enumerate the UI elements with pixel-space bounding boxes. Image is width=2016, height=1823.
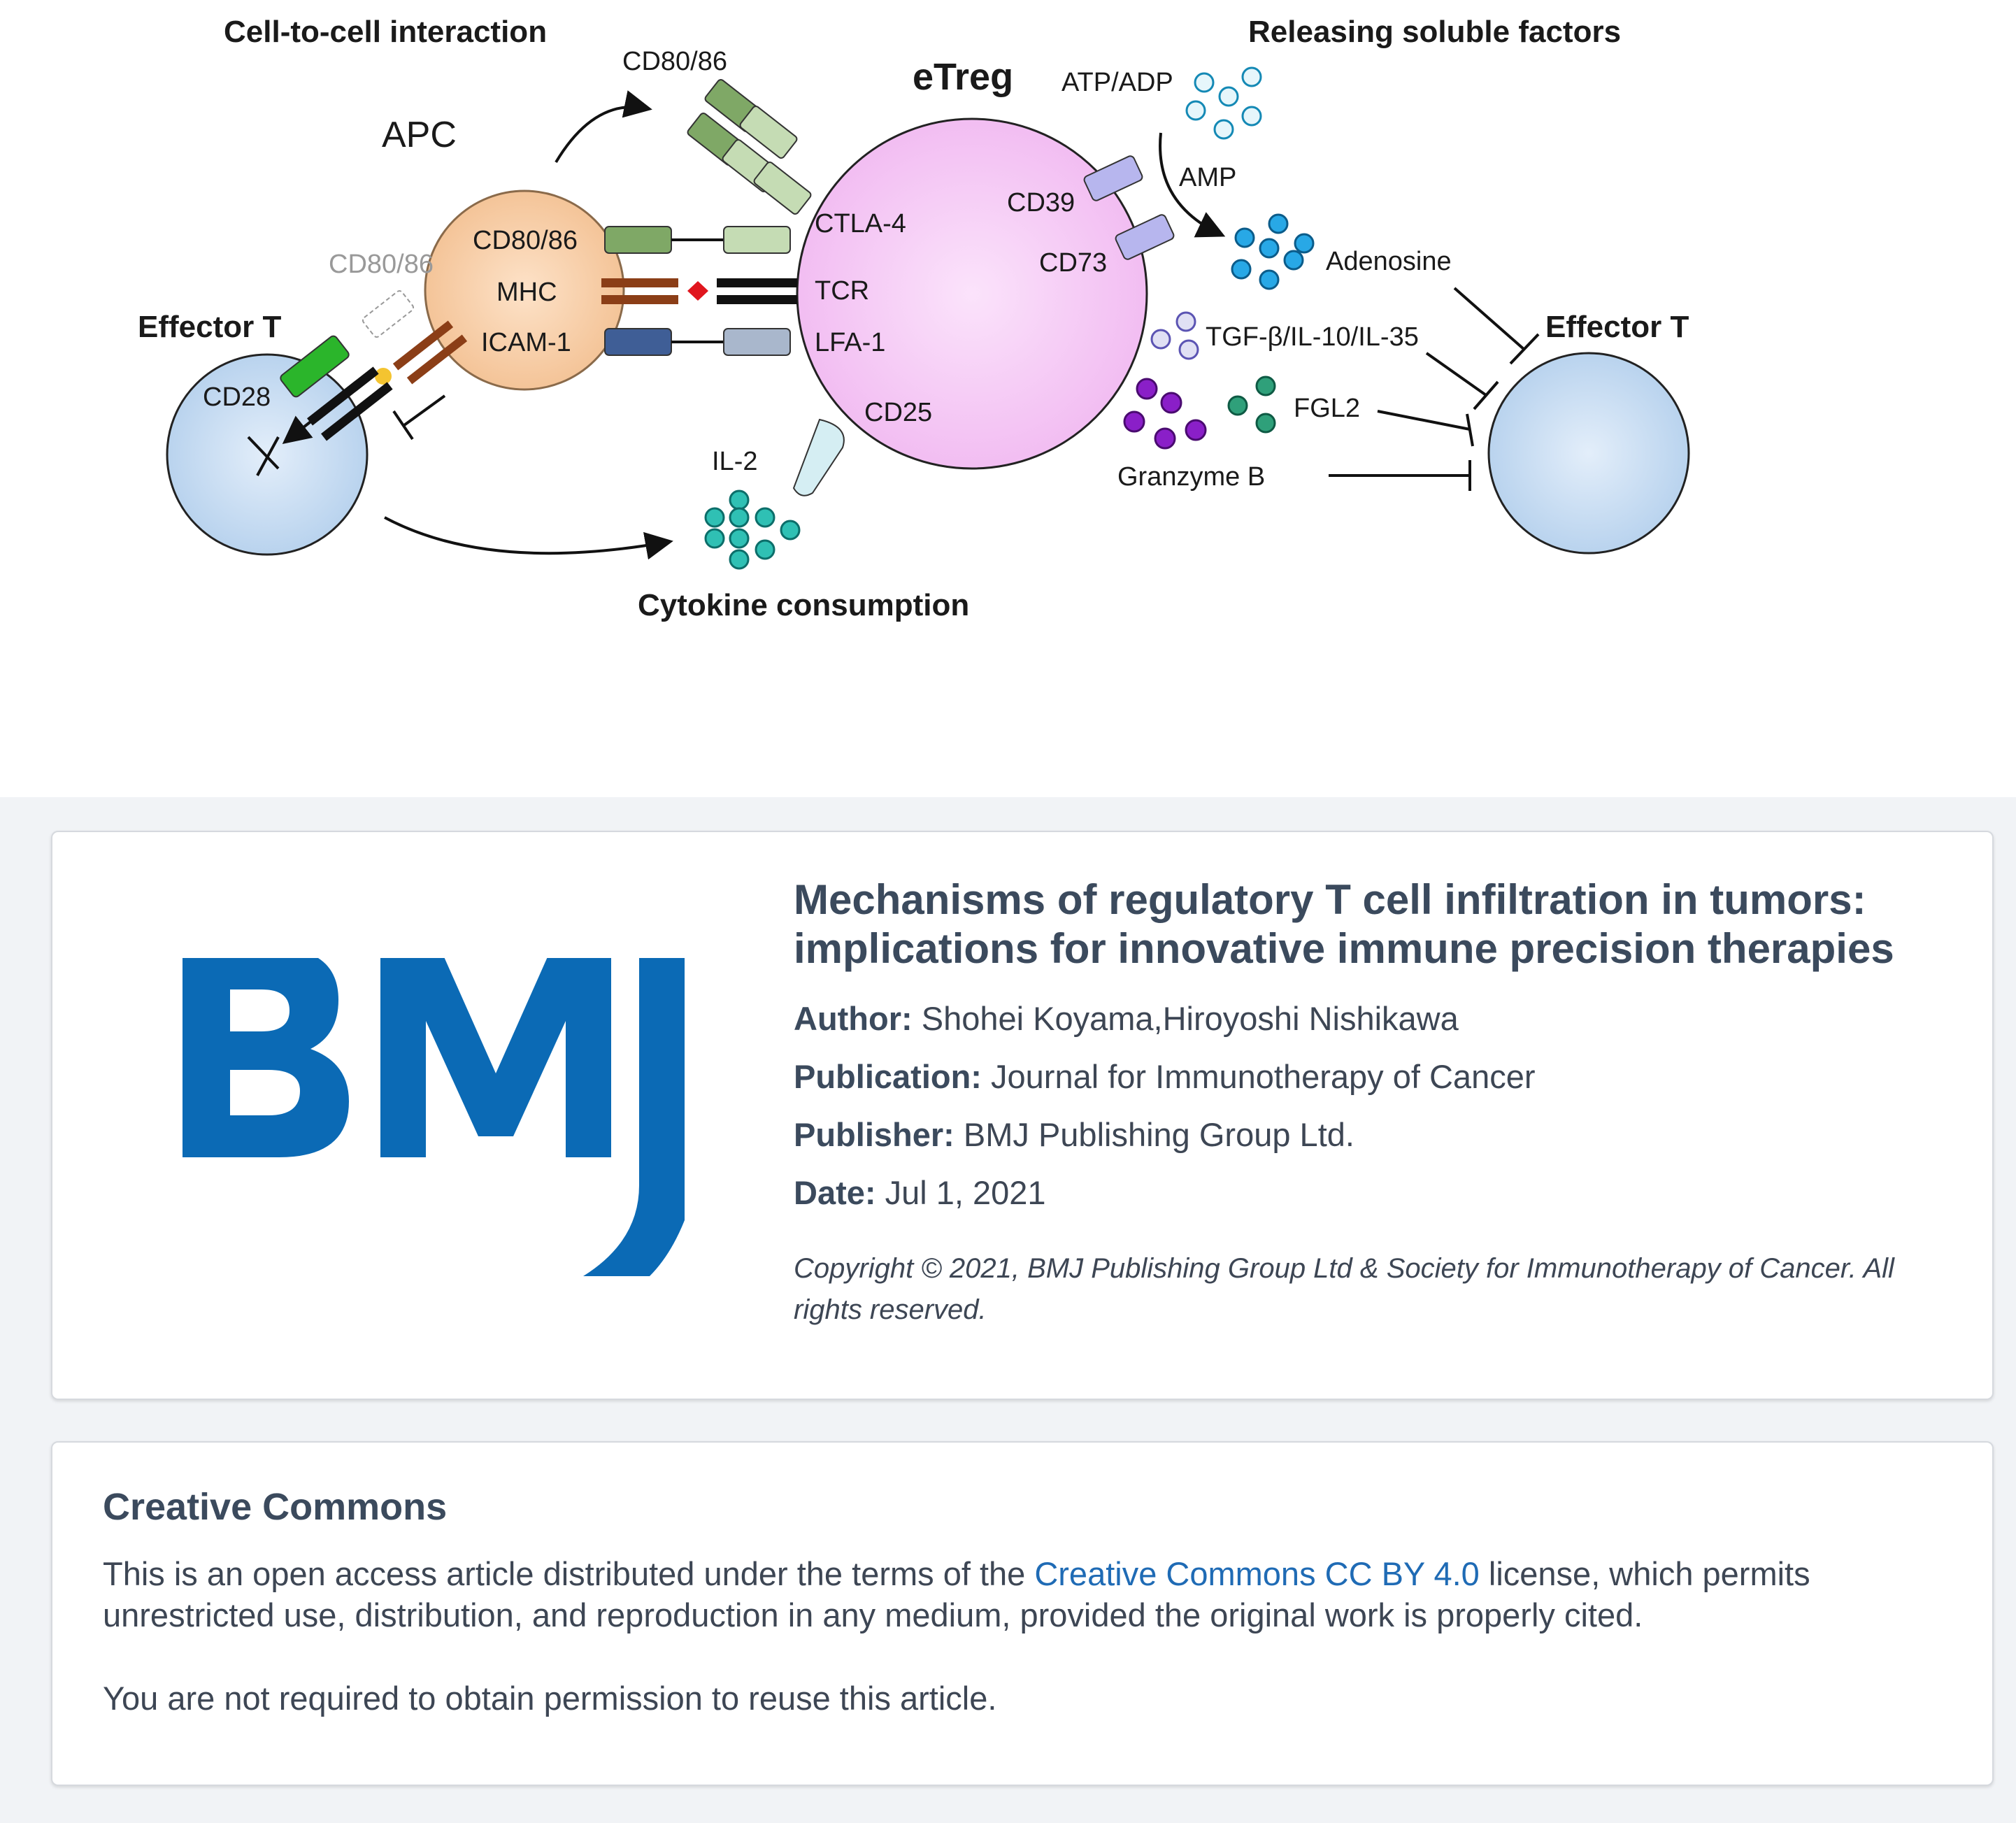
treg-mechanism-diagram: Cell-to-cell interaction Releasing solub… <box>138 15 1690 622</box>
heading-releasing-soluble: Releasing soluble factors <box>1248 15 1621 49</box>
author-row: Author: Shohei Koyama,Hiroyoshi Nishikaw… <box>794 999 1968 1039</box>
inhibition-bar-apc <box>392 394 446 441</box>
faded-cd80-86 <box>362 290 415 338</box>
copyright-notice: Copyright © 2021, BMJ Publishing Group L… <box>794 1253 1894 1325</box>
cd25-receptor <box>792 418 845 496</box>
label-atp-adp: ATP/ADP <box>1061 68 1173 97</box>
license-text-before: This is an open access article distribut… <box>103 1555 1035 1592</box>
publication-value: Journal for Immunotherapy of Cancer <box>991 1058 1536 1095</box>
mhc-tcr-pair <box>601 278 797 304</box>
cc-by-license-link[interactable]: Creative Commons CC BY 4.0 <box>1034 1555 1480 1592</box>
granzyme-b-molecules <box>1123 378 1207 450</box>
publisher-label: Publisher: <box>794 1116 955 1153</box>
label-fgl2: FGL2 <box>1294 394 1360 423</box>
effector-t-cell-left <box>166 353 369 556</box>
license-content: Creative Commons This is an open access … <box>103 1485 1949 1761</box>
author-value: Shohei Koyama,Hiroyoshi Nishikawa <box>921 1000 1459 1037</box>
label-granzyme-b: Granzyme B <box>1117 462 1265 492</box>
icam1-lfa1-pair <box>604 328 791 356</box>
il2-molecules <box>704 489 801 570</box>
publication-label: Publication: <box>794 1058 982 1095</box>
label-cd80-86-faded: CD80/86 <box>329 250 434 279</box>
label-apc: APC <box>382 115 457 155</box>
label-ctla-4: CTLA-4 <box>815 209 906 238</box>
label-amp: AMP <box>1179 163 1236 192</box>
author-label: Author: <box>794 1000 913 1037</box>
etreg-cell <box>796 117 1148 470</box>
license-text: This is an open access article distribut… <box>103 1553 1949 1636</box>
publication-row: Publication: Journal for Immunotherapy o… <box>794 1057 1968 1097</box>
label-tgf-il10-il35: TGF-β/IL-10/IL-35 <box>1206 322 1419 352</box>
label-apc-mhc: MHC <box>496 278 557 307</box>
label-adenosine: Adenosine <box>1326 247 1452 276</box>
x-mark-icon <box>247 436 280 476</box>
label-cd25: CD25 <box>864 398 932 427</box>
label-cd28: CD28 <box>203 383 271 412</box>
label-cd73: CD73 <box>1039 248 1107 278</box>
publisher-row: Publisher: BMJ Publishing Group Ltd. <box>794 1115 1968 1155</box>
cd80-ctla4-pair <box>604 226 791 254</box>
cd28-receptor <box>280 335 350 398</box>
label-il-2: IL-2 <box>712 447 757 476</box>
atp-to-adenosine-arrow <box>1159 132 1226 238</box>
article-info-card: Mechanisms of regulatory T cell infiltra… <box>51 831 1994 1400</box>
effector-t-cell-right <box>1487 352 1690 555</box>
article-title: Mechanisms of regulatory T cell infiltra… <box>794 876 1894 972</box>
antigen-dot <box>375 368 392 385</box>
label-apc-icam-1: ICAM-1 <box>481 328 571 357</box>
apc-cell <box>424 190 625 391</box>
atp-adp-molecules <box>1185 66 1262 140</box>
license-card: Creative Commons This is an open access … <box>51 1441 1994 1786</box>
bmj-logo-mark <box>183 948 685 1276</box>
license-heading: Creative Commons <box>103 1486 448 1528</box>
inhibition-arrows-right <box>1329 287 1540 491</box>
label-etreg: eTreg <box>913 56 1013 98</box>
label-effector-t-left: Effector T <box>138 310 281 344</box>
il2-consumption-arrow <box>384 516 673 560</box>
article-metadata: Mechanisms of regulatory T cell infiltra… <box>794 875 1968 1331</box>
heading-cytokine-consumption: Cytokine consumption <box>638 588 969 622</box>
date-label: Date: <box>794 1174 876 1211</box>
date-value: Jul 1, 2021 <box>885 1174 1046 1211</box>
label-effector-t-right: Effector T <box>1545 310 1689 344</box>
license-text-after: license, which permits unrestricted use,… <box>103 1555 1810 1633</box>
cd73-enzyme <box>1115 214 1175 260</box>
cd80-transfer-arrow <box>555 90 652 164</box>
blocked-arrow <box>282 415 315 444</box>
apc-mhc-stub <box>392 320 468 385</box>
bmj-logo <box>164 948 738 1280</box>
trogocytosed-cd80-stack <box>687 79 812 215</box>
figure-area: Cell-to-cell interaction Releasing solub… <box>0 0 2016 797</box>
label-cd39: CD39 <box>1007 188 1075 217</box>
effector-tcr-stub <box>307 366 393 441</box>
label-apc-cd80-86: CD80/86 <box>473 226 578 255</box>
publisher-value: BMJ Publishing Group Ltd. <box>963 1116 1354 1153</box>
date-row: Date: Jul 1, 2021 <box>794 1173 1968 1213</box>
fgl2-molecules <box>1227 376 1276 434</box>
label-lfa-1: LFA-1 <box>815 328 885 357</box>
cd39-enzyme <box>1083 155 1143 201</box>
no-permission-note: You are not required to obtain permissio… <box>103 1680 997 1717</box>
adenosine-molecules <box>1231 213 1315 290</box>
label-cd80-86-top: CD80/86 <box>622 47 727 76</box>
tgf-il10-il35-molecules <box>1150 311 1199 360</box>
label-tcr: TCR <box>815 276 869 306</box>
heading-cell-to-cell: Cell-to-cell interaction <box>224 15 547 49</box>
